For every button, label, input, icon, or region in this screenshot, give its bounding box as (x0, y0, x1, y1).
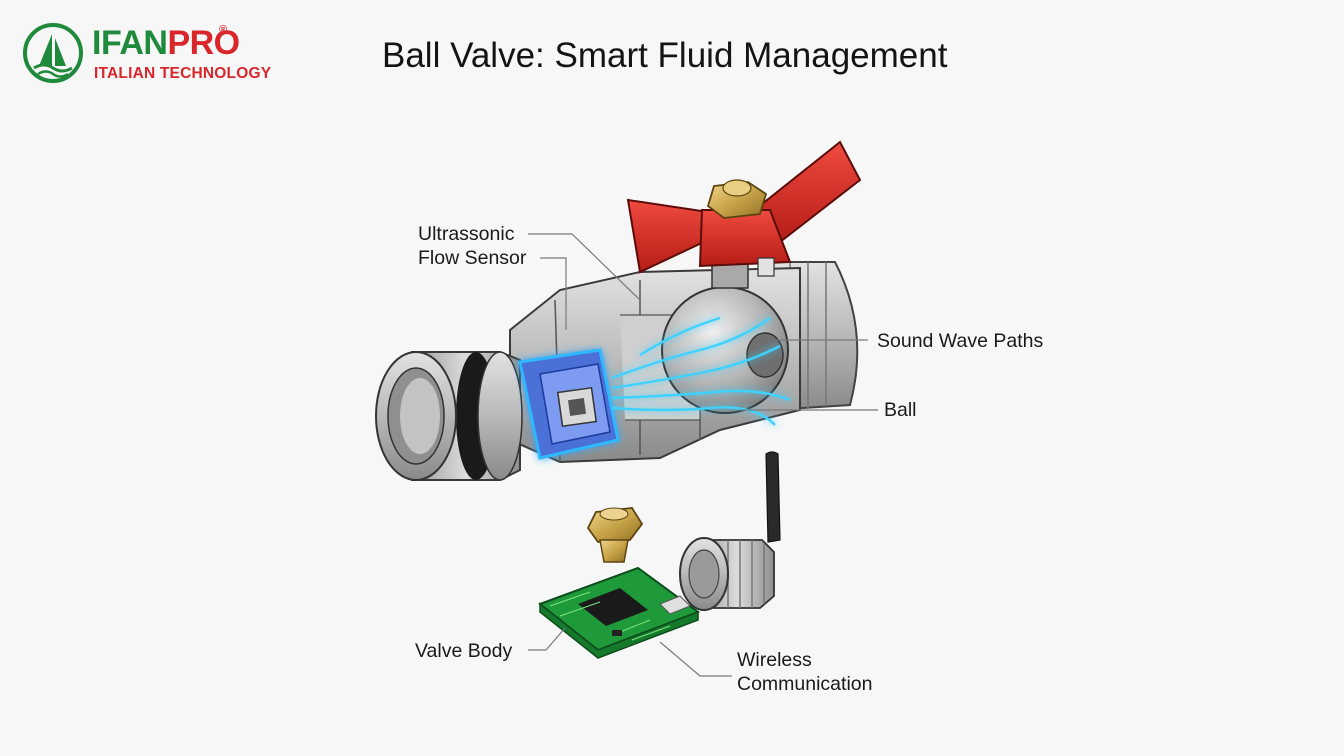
callout-valve-body: Valve Body (415, 640, 513, 662)
callout-ultrasonic-line2: Flow Sensor (418, 247, 527, 269)
callout-wireless-line2: Communication (737, 673, 873, 695)
brass-fitting (586, 507, 644, 563)
brand-name: IFANPRO (92, 24, 240, 62)
callout-ultrasonic-line1: Ultrassonic (418, 223, 515, 245)
brand-logo: IFANPRO ® ITALIAN TECHNOLOGY (22, 22, 312, 86)
registered-mark: ® (219, 24, 228, 36)
butterfly-handle (626, 140, 862, 289)
left-threaded-connector (375, 351, 523, 481)
brand-name-part1: IFAN (92, 24, 168, 62)
callout-wireless-communication: Wireless Communication (737, 648, 872, 696)
callout-ultrasonic-flow-sensor: Ultrassonic Flow Sensor (418, 222, 526, 270)
pcb-board (537, 566, 701, 659)
brand-name-part2: PRO (167, 24, 240, 62)
logo-emblem-icon (23, 23, 83, 83)
handle-brass-nut (706, 179, 768, 219)
callout-ball: Ball (884, 399, 917, 421)
brand-tagline: ITALIAN TECHNOLOGY (94, 65, 272, 82)
antenna-plug (679, 537, 775, 611)
sound-wave-paths (611, 316, 791, 426)
leader-lines (528, 233, 878, 677)
page-title: Ball Valve: Smart Fluid Management (382, 36, 948, 75)
callout-wireless-line1: Wireless (737, 649, 812, 671)
ultrasonic-sensor (518, 348, 620, 460)
callout-sound-wave-paths: Sound Wave Paths (877, 330, 1044, 352)
antenna-icon (765, 451, 781, 543)
